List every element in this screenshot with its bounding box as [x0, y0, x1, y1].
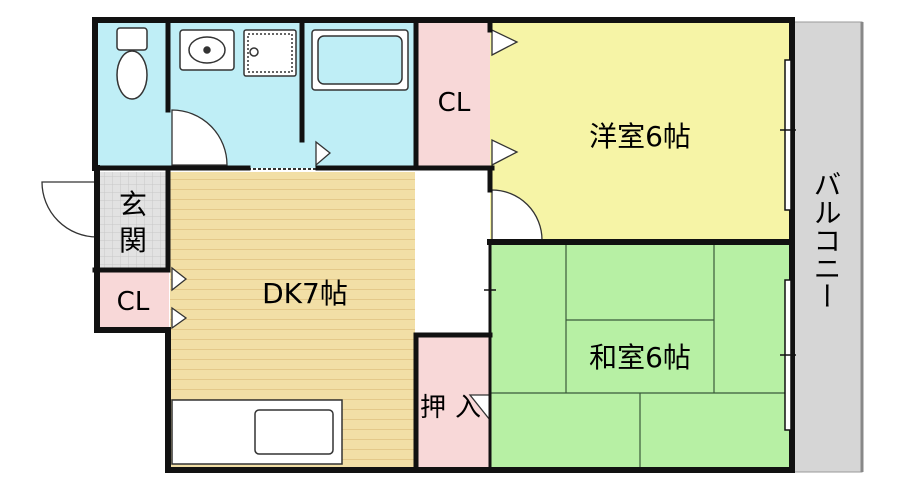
- dk-label: DK7帖: [262, 277, 348, 310]
- closet-top-area: [418, 20, 490, 168]
- entrance-label-1: 玄: [119, 188, 147, 221]
- bathtub-icon: [311, 29, 409, 91]
- washbasin-icon: [179, 29, 235, 71]
- windows: [484, 59, 796, 431]
- western-room-label: 洋室6帖: [589, 120, 691, 153]
- closet-entrance-label: CL: [117, 287, 150, 317]
- door-swings: [41, 28, 543, 422]
- tatami-lines: [490, 245, 790, 467]
- closet-top-label: CL: [438, 88, 471, 118]
- balcony-label: バルコニー: [810, 170, 843, 310]
- japanese-room-label: 和室6帖: [589, 341, 691, 374]
- entrance-area: [97, 172, 169, 268]
- sink-icon: [254, 409, 334, 455]
- washing-machine-icon: [243, 29, 297, 77]
- walls: [92, 17, 795, 473]
- closet-entrance-area: [97, 272, 169, 328]
- oshiire-label-1: 押: [420, 393, 446, 423]
- toilet-icon: [116, 27, 148, 100]
- balcony-area: [791, 21, 863, 473]
- oshiire-label-2: 入: [455, 393, 481, 423]
- entrance-label-2: 関: [119, 224, 147, 257]
- western-room-area: [490, 20, 790, 242]
